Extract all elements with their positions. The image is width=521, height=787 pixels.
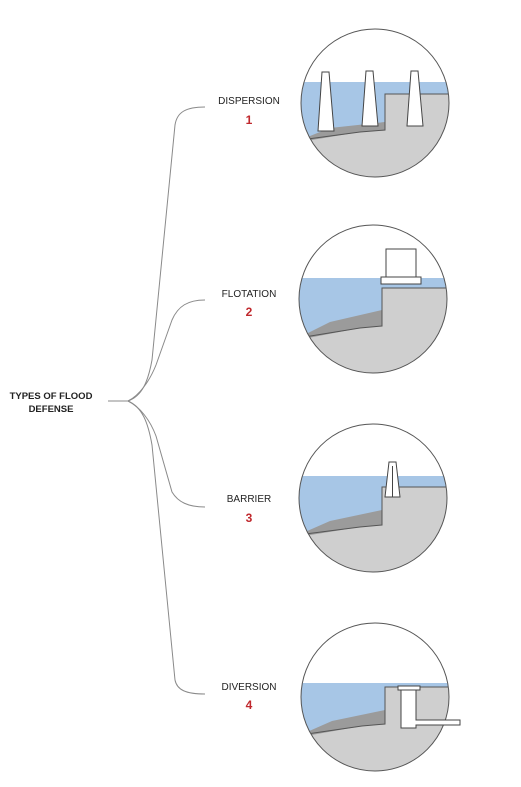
flotation-illustration xyxy=(298,224,448,374)
branch-number-3: 3 xyxy=(246,511,253,525)
illustration-frame xyxy=(298,224,448,374)
branch-label-3: BARRIER xyxy=(227,494,271,505)
flotation-wall xyxy=(385,248,417,278)
dispersion-illustration xyxy=(300,28,450,178)
branch-label-2: FLOTATION xyxy=(222,289,277,300)
barrier-illustration xyxy=(298,423,448,573)
tree-connectors xyxy=(108,106,206,695)
root-label-line-2: DEFENSE xyxy=(29,404,74,415)
branch-number-2: 2 xyxy=(246,305,253,319)
riverbank xyxy=(299,310,382,340)
branch-number-4: 4 xyxy=(246,698,253,712)
illustration-frame xyxy=(300,622,450,772)
diversion-illustration xyxy=(300,622,461,772)
ground xyxy=(299,487,447,572)
dispersion-pillar-1 xyxy=(317,71,335,132)
riverbank xyxy=(299,510,382,537)
branch-number-1: 1 xyxy=(246,113,253,127)
root-label-line-1: TYPES OF FLOOD xyxy=(10,391,93,402)
dispersion-pillar-2 xyxy=(361,70,379,127)
riverbank xyxy=(301,710,385,737)
connector-1 xyxy=(127,106,206,402)
dispersion-pillar-3 xyxy=(406,70,424,127)
flotation-base xyxy=(380,276,422,285)
connector-4 xyxy=(127,400,206,695)
ground xyxy=(299,288,447,373)
branch-label-1: DISPERSION xyxy=(218,96,280,107)
illustration-frame xyxy=(300,28,450,178)
connector-2 xyxy=(127,299,206,402)
diversion-channel xyxy=(400,689,461,729)
connector-3 xyxy=(127,400,206,508)
branch-label-4: DIVERSION xyxy=(221,682,276,693)
illustration-frame xyxy=(298,423,448,573)
